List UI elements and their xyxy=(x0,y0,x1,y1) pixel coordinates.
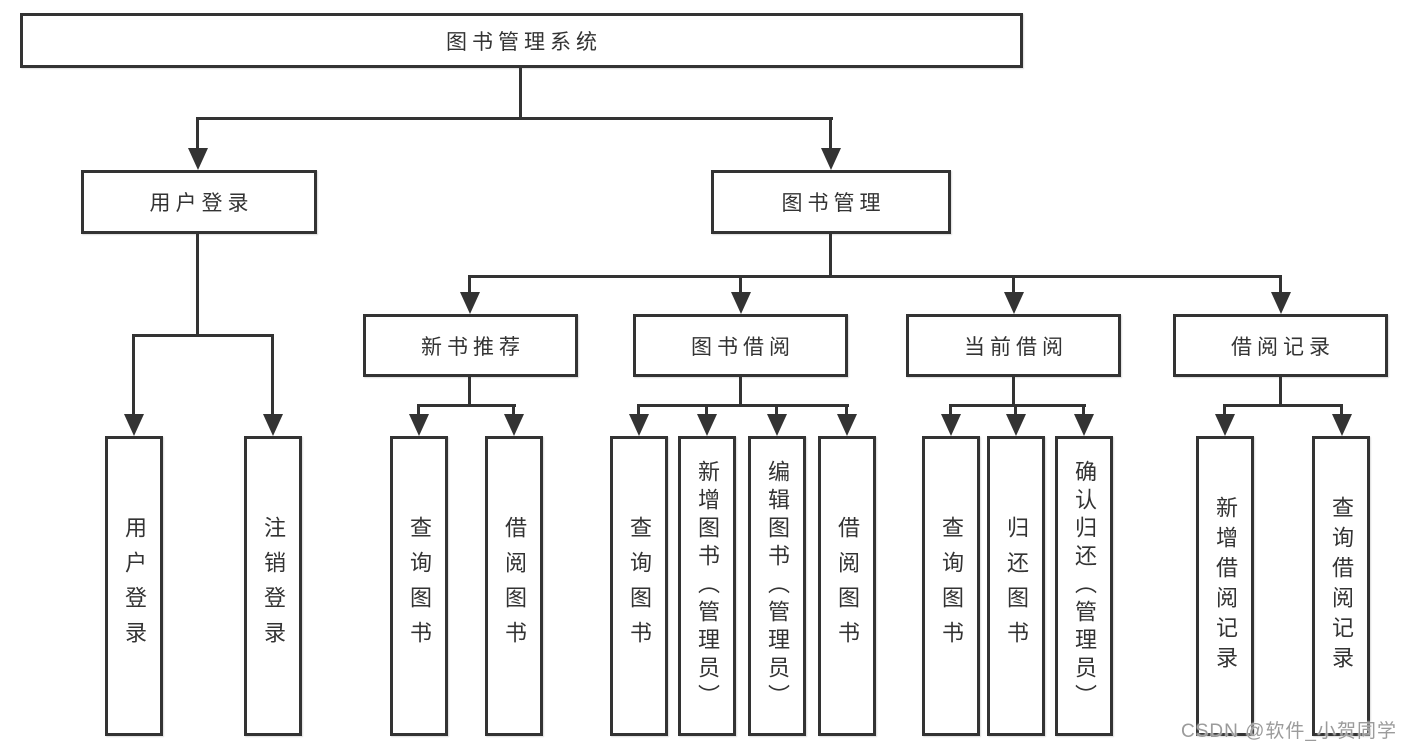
node-label: 当前借阅 xyxy=(964,335,1068,359)
node-leaf-query-borrow-record: 查询借阅记录 xyxy=(1312,436,1370,736)
arrowhead-down-icon xyxy=(941,414,961,436)
node-label: 注销登录 xyxy=(261,516,286,656)
connector-new-book-stem xyxy=(468,377,471,406)
node-label: 新书推荐 xyxy=(421,335,525,359)
csdn-watermark: CSDN @软件_小贺同学 xyxy=(1181,721,1397,742)
connector-book-borrow-rail xyxy=(637,404,849,407)
node-leaf-borrow-books-recommend: 借阅图书 xyxy=(485,436,543,736)
arrowhead-down-icon xyxy=(1215,414,1235,436)
arrowhead-down-icon xyxy=(821,148,841,170)
connector-drop-user-login xyxy=(196,117,199,150)
node-borrowing-records: 借阅记录 xyxy=(1173,314,1388,377)
connector-drop-leaf xyxy=(705,404,708,416)
arrowhead-down-icon xyxy=(460,292,480,314)
node-label: 借阅图书 xyxy=(502,516,527,656)
connector-drop-leaf xyxy=(1082,404,1085,416)
node-leaf-add-borrow-record: 新增借阅记录 xyxy=(1196,436,1254,736)
connector-drop-leaf xyxy=(949,404,952,416)
connector-current-borrow-rail xyxy=(949,404,1086,407)
arrowhead-down-icon xyxy=(124,414,144,436)
node-leaf-logout: 注销登录 xyxy=(244,436,302,736)
arrowhead-down-icon xyxy=(837,414,857,436)
arrowhead-down-icon xyxy=(697,414,717,436)
node-leaf-query-books-current: 查询图书 xyxy=(922,436,980,736)
node-leaf-add-books-admin: 新增图书（管理员） xyxy=(678,436,736,736)
node-label: 查询图书 xyxy=(627,516,652,656)
node-leaf-edit-books-admin: 编辑图书（管理员） xyxy=(748,436,806,736)
node-label: 确认归还（管理员） xyxy=(1072,460,1097,712)
connector-drop-leaf xyxy=(512,404,515,416)
arrowhead-down-icon xyxy=(188,148,208,170)
connector-drop-new-book xyxy=(468,275,471,293)
arrowhead-down-icon xyxy=(409,414,429,436)
arrowhead-down-icon xyxy=(767,414,787,436)
node-label: 查询图书 xyxy=(939,516,964,656)
node-leaf-return-books: 归还图书 xyxy=(987,436,1045,736)
node-label: 编辑图书（管理员） xyxy=(765,460,790,712)
arrowhead-down-icon xyxy=(629,414,649,436)
node-label: 图书借阅 xyxy=(691,335,795,359)
connector-drop-current-borrow xyxy=(1012,275,1015,293)
connector-drop-leaf xyxy=(845,404,848,416)
connector-drop-leaf xyxy=(637,404,640,416)
node-label: 图书管理 xyxy=(781,192,886,215)
node-label: 图书管理系统 xyxy=(446,30,602,54)
node-label: 借阅记录 xyxy=(1231,335,1335,359)
arrowhead-down-icon xyxy=(1271,292,1291,314)
node-leaf-query-books-recommend: 查询图书 xyxy=(390,436,448,736)
node-leaf-query-books-borrow: 查询图书 xyxy=(610,436,668,736)
node-label: 用户登录 xyxy=(149,192,254,215)
connector-new-book-rail xyxy=(417,404,516,407)
node-user-login: 用户登录 xyxy=(81,170,317,234)
node-leaf-borrow-books: 借阅图书 xyxy=(818,436,876,736)
connector-drop-leaf xyxy=(1340,404,1343,416)
arrowhead-down-icon xyxy=(731,292,751,314)
connector-level2-rail xyxy=(197,117,833,120)
node-label: 归还图书 xyxy=(1004,516,1029,656)
arrowhead-down-icon xyxy=(263,414,283,436)
connector-drop-book-borrow xyxy=(739,275,742,293)
node-label: 用户登录 xyxy=(122,516,147,656)
connector-book-management-stem xyxy=(829,234,832,278)
node-book-borrowing: 图书借阅 xyxy=(633,314,848,377)
arrowhead-down-icon xyxy=(1006,414,1026,436)
arrowhead-down-icon xyxy=(1074,414,1094,436)
arrowhead-down-icon xyxy=(504,414,524,436)
connector-drop-leaf xyxy=(417,404,420,416)
node-library-management-system: 图书管理系统 xyxy=(20,13,1023,68)
connector-drop-leaf xyxy=(775,404,778,416)
connector-user-login-rail xyxy=(132,334,274,337)
node-label: 新增借阅记录 xyxy=(1213,496,1238,676)
node-label: 新增图书（管理员） xyxy=(695,460,720,712)
connector-borrow-records-stem xyxy=(1279,377,1282,406)
node-label: 借阅图书 xyxy=(835,516,860,656)
connector-root-stem xyxy=(519,68,522,118)
connector-user-login-stem xyxy=(196,234,199,335)
node-label: 查询借阅记录 xyxy=(1329,496,1354,676)
node-leaf-confirm-return-admin: 确认归还（管理员） xyxy=(1055,436,1113,736)
connector-drop-login-leaf xyxy=(132,334,135,416)
arrowhead-down-icon xyxy=(1332,414,1352,436)
connector-current-borrow-stem xyxy=(1012,377,1015,406)
node-leaf-user-login: 用户登录 xyxy=(105,436,163,736)
node-book-management: 图书管理 xyxy=(711,170,951,234)
node-new-book-recommend: 新书推荐 xyxy=(363,314,578,377)
connector-book-borrow-stem xyxy=(739,377,742,406)
arrowhead-down-icon xyxy=(1004,292,1024,314)
connector-drop-book-management xyxy=(829,117,832,150)
node-label: 查询图书 xyxy=(407,516,432,656)
connector-borrow-records-rail xyxy=(1223,404,1343,407)
connector-drop-leaf xyxy=(1014,404,1017,416)
connector-drop-leaf xyxy=(1223,404,1226,416)
connector-drop-logout-leaf xyxy=(271,334,274,416)
connector-level3-rail xyxy=(468,275,1282,278)
connector-drop-borrow-records xyxy=(1279,275,1282,293)
node-current-borrowing: 当前借阅 xyxy=(906,314,1121,377)
